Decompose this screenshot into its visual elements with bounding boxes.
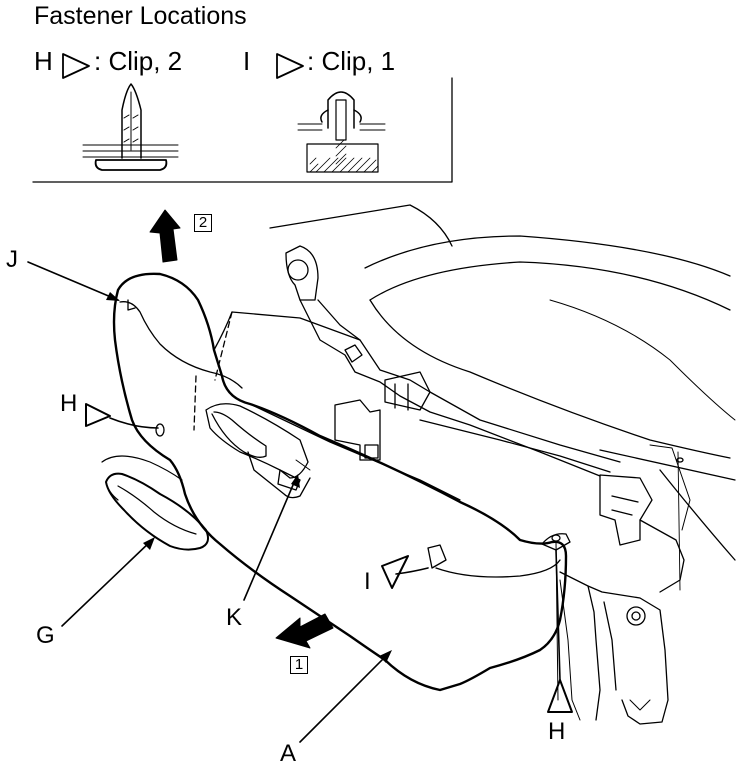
legend-i-description: : Clip, 1 [307,46,396,76]
step-2-label: 2 [194,214,212,232]
clip-h-upper-triangle-icon [85,403,111,427]
clip-i-triangle-icon [276,53,304,79]
clip-i-detail [297,91,386,173]
clip-h-lower-triangle-icon [547,679,573,713]
legend-h-description: : Clip, 2 [94,46,183,76]
diagram-title: Fastener Locations [34,2,247,30]
callout-g: G [36,622,55,649]
callout-h-lower: H [548,718,566,745]
clip-i-triangle-diagram-icon [381,555,409,589]
part-g-shadow [101,455,183,481]
legend-box-border [32,77,453,183]
part-g-handle [105,472,209,551]
clip-h-triangle-icon [62,53,90,79]
seat-body [269,204,736,561]
callout-j: J [6,246,18,273]
legend-i-letter: I [243,46,251,76]
side-trim-panel-a [112,272,568,692]
leader-arrowheads [106,292,392,663]
callout-k: K [226,604,243,631]
seat-lower-bracket [559,571,669,725]
legend-h-letter: H [34,46,53,76]
callout-i: I [364,568,371,595]
callout-a: A [280,740,297,767]
clip-h-detail [82,83,179,171]
seat-frame-rail [285,245,691,593]
step-2-arrow-icon [149,209,181,263]
leader-lines [27,261,561,743]
callout-h-upper: H [60,390,78,417]
step-1-label: 1 [290,656,308,674]
